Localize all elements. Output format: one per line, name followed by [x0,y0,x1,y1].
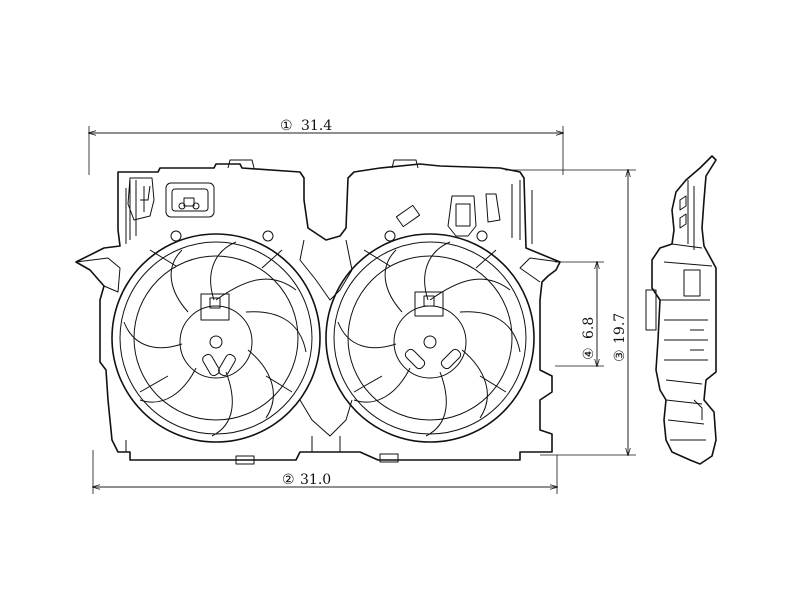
depth-value: 6.8 [581,317,597,339]
electrical-connector [165,182,215,218]
side-view [645,155,717,465]
overall-width-label: ① 31.4 [280,118,332,134]
base-width-marker: ② [282,472,295,488]
overall-height-label: ③ 19.7 [612,313,628,362]
overall-width-marker: ① [280,118,293,134]
wire-clip-right [395,193,501,237]
depth-label: ④ 6.8 [581,317,597,360]
right-fan [325,230,535,443]
overall-height-value: 19.7 [612,313,628,344]
dimension-overall-width: ① 31.4 [89,118,563,175]
wire-clip-left [127,177,155,221]
dimension-base-width: ② 31.0 [93,450,557,494]
overall-width-value: 31.4 [301,118,332,134]
depth-marker: ④ [581,347,597,360]
base-width-value: 31.0 [300,472,331,488]
shroud-frame [75,159,561,465]
base-width-label: ② 31.0 [282,472,331,488]
dimension-overall-height: ③ 19.7 [505,170,636,455]
left-fan [111,230,321,443]
overall-height-marker: ③ [612,349,628,362]
dimension-depth: ④ 6.8 [555,262,604,366]
